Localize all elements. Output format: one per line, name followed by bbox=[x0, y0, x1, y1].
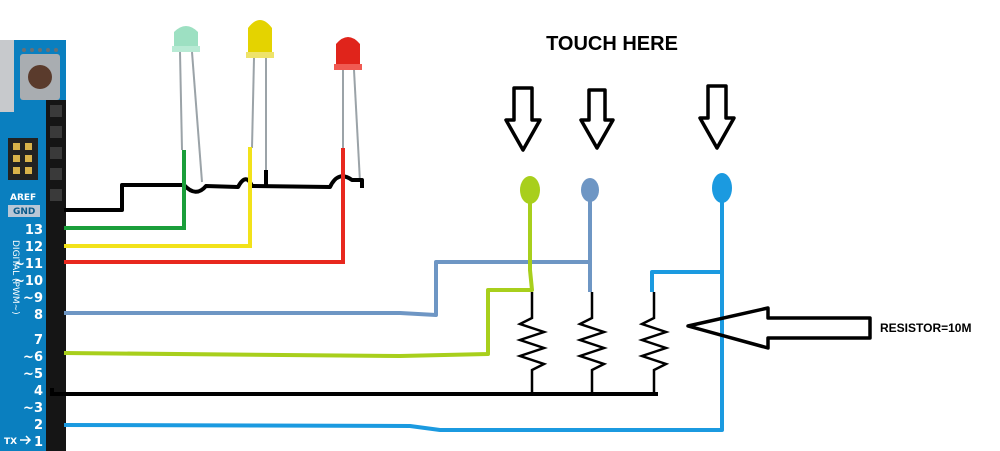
led-ground-wire bbox=[64, 174, 364, 212]
tx-arrow-icon bbox=[20, 435, 32, 445]
down-arrow-icon bbox=[698, 84, 736, 150]
aref-label: AREF bbox=[10, 193, 36, 203]
gnd-label-box bbox=[8, 205, 40, 217]
resistor-1 bbox=[516, 292, 548, 394]
usb-connector bbox=[0, 40, 14, 112]
pin-11-label: ~11 bbox=[14, 257, 43, 272]
reset-button bbox=[28, 65, 52, 89]
pin-8-label: 8 bbox=[34, 308, 43, 323]
led-green bbox=[172, 26, 203, 183]
lime-wire bbox=[63, 200, 534, 358]
icsp-header bbox=[8, 138, 38, 180]
pin-5-label: ~5 bbox=[23, 367, 43, 382]
arduino-board: AREF GND DIGITAL (PWM~) 13 12 ~11 ~10 ~9… bbox=[0, 40, 66, 451]
resistor-2 bbox=[576, 292, 608, 394]
tx-label: TX bbox=[4, 437, 17, 447]
touch-pad-lime bbox=[520, 176, 540, 204]
digital-label: DIGITAL (PWM~) bbox=[10, 240, 20, 315]
red-wire bbox=[64, 148, 345, 264]
pin-7-label: 7 bbox=[34, 333, 43, 348]
pin-12-label: 12 bbox=[25, 240, 43, 255]
pin-4-label: 4 bbox=[34, 384, 43, 399]
cyan-wire bbox=[63, 270, 724, 432]
steel-blue-wire bbox=[64, 195, 592, 317]
pin-13-label: 13 bbox=[25, 223, 43, 238]
touch-here-label: TOUCH HERE bbox=[546, 33, 678, 55]
yellow-wire bbox=[64, 147, 252, 248]
pin-2-label: 2 bbox=[34, 418, 43, 433]
pin-3-label: ~3 bbox=[23, 401, 43, 416]
pin-1-label: 1 bbox=[34, 435, 43, 450]
touch-pad-cyan bbox=[712, 173, 732, 203]
gnd-label: GND bbox=[13, 207, 35, 217]
left-arrow-icon bbox=[686, 306, 872, 350]
resistor-3 bbox=[638, 292, 670, 394]
ground-rail bbox=[50, 388, 658, 396]
led-red bbox=[334, 37, 362, 183]
down-arrow-icon bbox=[504, 86, 542, 152]
touch-pad-steel-blue bbox=[581, 178, 599, 202]
down-arrow-icon bbox=[579, 88, 615, 150]
pin-header bbox=[46, 100, 66, 451]
pin-10-label: ~10 bbox=[14, 274, 43, 289]
green-wire bbox=[64, 150, 186, 230]
pin-9-label: ~9 bbox=[23, 291, 43, 306]
resistor-label: RESISTOR=10M bbox=[880, 321, 971, 335]
pin-6-label: ~6 bbox=[23, 350, 43, 365]
led-yellow bbox=[246, 20, 274, 186]
